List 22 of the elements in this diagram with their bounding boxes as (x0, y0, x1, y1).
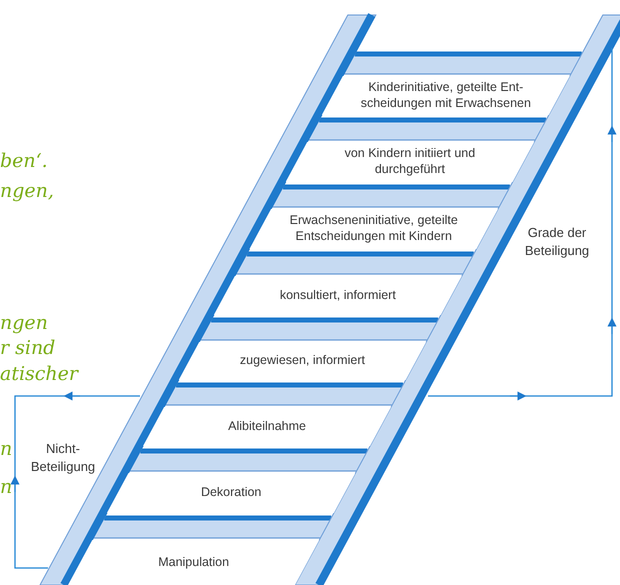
bracket-label: Nicht- Beteiligung (30, 440, 96, 476)
step-label: Manipulation (158, 554, 230, 570)
step-label: Alibiteilnahme (228, 418, 306, 434)
handwritten-note: n (0, 478, 12, 497)
ladder-step (322, 76, 570, 115)
step-label: Erwachseneninitiative, geteilte Entscheidungen mit Kindern (288, 213, 459, 245)
ladder-step (68, 540, 320, 585)
handwritten-note: ngen, (0, 182, 54, 201)
step-label: Kinderinitiative, geteilte Ent- scheidungen mit Erwachsenen (360, 80, 532, 112)
handwritten-note: ngen (0, 314, 48, 333)
handwritten-note: ben‘. (0, 152, 48, 171)
step-label: von Kindern initiiert und durchgeführt (344, 146, 476, 178)
step-label: zugewiesen, informiert (240, 353, 365, 369)
ladder-step (143, 407, 392, 446)
handwritten-note: r sind (0, 339, 56, 358)
bracket-label: Grade der Beteiligung (524, 224, 590, 260)
ladder-step (178, 342, 426, 380)
handwritten-note: n (0, 440, 12, 459)
handwritten-note: atischer (0, 365, 78, 384)
step-label: konsultiert, informiert (280, 288, 396, 304)
step-label: Dekoration (200, 485, 262, 501)
ladder-step (214, 276, 462, 315)
